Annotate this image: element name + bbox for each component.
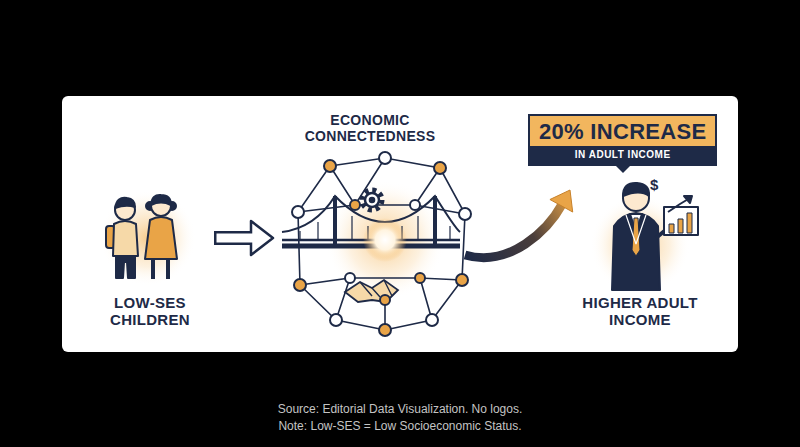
increase-callout: 20% INCREASEIN ADULT INCOME xyxy=(528,114,717,166)
node-subtext: IN ADULT INCOME xyxy=(530,146,715,164)
adult-group: HIGHER ADULT INCOME xyxy=(570,172,710,328)
node-text: 20% INCREASE xyxy=(530,116,715,146)
network-icon xyxy=(282,152,471,336)
block-arrow xyxy=(214,221,273,255)
person-icon xyxy=(590,183,698,295)
node-text: ECONOMIC CONNECTEDNESS xyxy=(290,112,450,144)
dollar-sign: $ xyxy=(650,176,658,193)
network-group: ECONOMIC CONNECTEDNESS xyxy=(275,112,465,336)
source-note: Source: Editorial Data Visualization. No… xyxy=(0,402,800,416)
footnote: Note: Low-SES = Low Socioeconomic Status… xyxy=(0,419,800,433)
node-text: LOW-SES CHILDREN xyxy=(88,294,212,329)
children-icon xyxy=(100,190,196,286)
curved-arrow xyxy=(465,190,573,258)
children-group: LOW-SES CHILDREN xyxy=(88,180,212,328)
node-text: HIGHER ADULT INCOME xyxy=(575,294,705,329)
